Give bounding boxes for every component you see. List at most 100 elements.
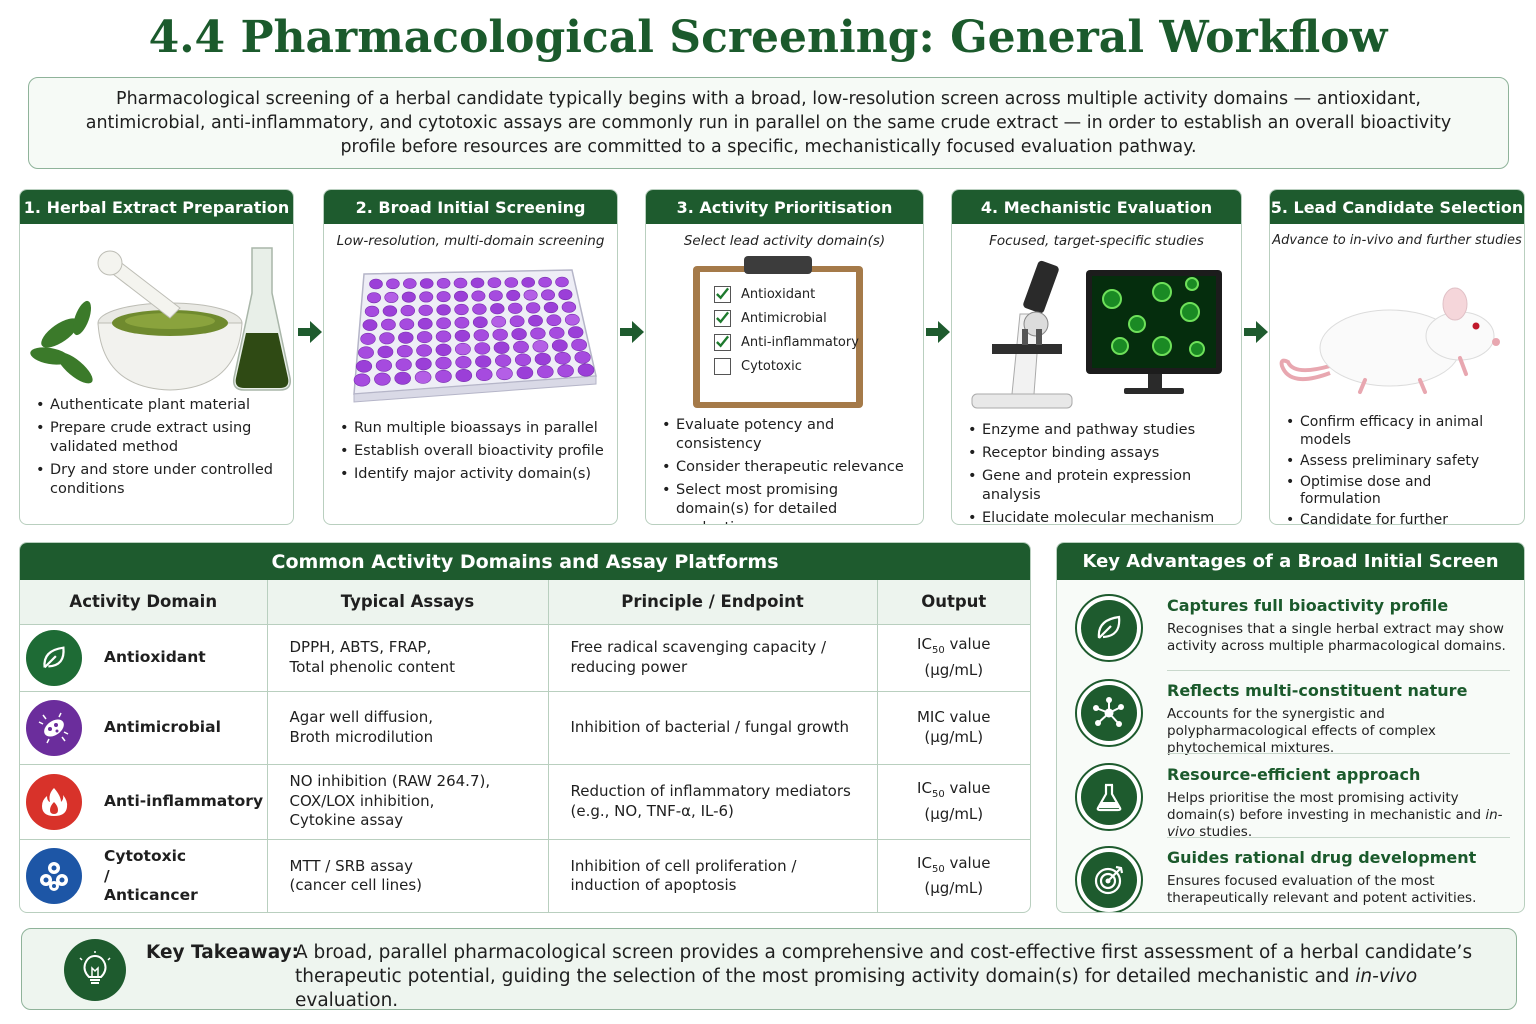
- cell-principle: Free radical scavenging capacity /reduci…: [548, 624, 878, 692]
- cell-assays: NO inhibition (RAW 264.7),COX/LOX inhibi…: [267, 764, 549, 840]
- well: [471, 290, 486, 302]
- well: [568, 326, 584, 339]
- well: [360, 332, 376, 345]
- well: [492, 328, 508, 341]
- well: [379, 332, 395, 345]
- well: [454, 290, 469, 302]
- table-header-row: Activity Domain Typical Assays Principle…: [20, 580, 1030, 625]
- step-5-title: 5. Lead Candidate Selection: [1270, 190, 1524, 224]
- page-title: 4.4 Pharmacological Screening: General W…: [148, 12, 1388, 63]
- well: [504, 277, 519, 288]
- bullet: Run multiple bioassays in parallel: [340, 419, 609, 438]
- well: [543, 301, 559, 314]
- well: [398, 331, 414, 344]
- step-4-subtitle: Focused, target-specific studies: [989, 233, 1204, 249]
- well: [571, 338, 587, 352]
- well: [490, 303, 505, 315]
- well: [436, 291, 451, 303]
- well: [417, 317, 433, 330]
- step-4-bullets: Enzyme and pathway studies Receptor bind…: [968, 421, 1233, 524]
- checkbox-checked-icon: [714, 309, 731, 327]
- well: [400, 304, 416, 317]
- well: [419, 291, 434, 303]
- checkbox-checked-icon: [714, 285, 731, 303]
- activity-domains-table: Activity Domain Typical Assays Principle…: [20, 580, 1030, 912]
- well: [416, 331, 433, 344]
- well: [534, 352, 551, 366]
- divider: [1167, 670, 1510, 671]
- cells-icon: [26, 848, 82, 905]
- well: [488, 290, 503, 302]
- advantage-title: Captures full bioactivity profile: [1167, 596, 1449, 615]
- bullet: Receptor binding assays: [968, 444, 1233, 463]
- step-5-card: 5. Lead Candidate Selection Advance to i…: [1269, 189, 1525, 525]
- bullet: Establish overall bioactivity profile: [340, 442, 609, 461]
- cell-output: IC50 value(µg/mL): [877, 624, 1030, 692]
- divider: [1167, 753, 1510, 754]
- leaf-icon: [26, 629, 82, 686]
- well: [403, 278, 417, 289]
- step-5-bullets: Confirm efficacy in animal models Assess…: [1286, 414, 1516, 524]
- advantages-panel: Key Advantages of a Broad Initial Screen…: [1056, 542, 1525, 913]
- well: [551, 339, 568, 352]
- well: [509, 315, 525, 328]
- rat-illustration: [1270, 278, 1524, 398]
- bullet: Select most promising domain(s) for deta…: [662, 481, 915, 524]
- well: [532, 340, 549, 353]
- well: [521, 277, 535, 288]
- well: [506, 289, 521, 301]
- well: [493, 341, 510, 354]
- herbal-extract-illustration: [20, 238, 293, 398]
- step-3-subtitle: Select lead activity domain(s): [683, 233, 886, 249]
- column-header: Output: [877, 580, 1030, 625]
- step-3-bullets: Evaluate potency and consistency Conside…: [662, 416, 915, 524]
- takeaway-body: A broad, parallel pharmacological screen…: [295, 942, 1473, 1011]
- advantage-item: Resource-efficient approach Helps priori…: [1075, 757, 1514, 840]
- well: [454, 316, 470, 329]
- step-3-title: 3. Activity Prioritisation: [646, 190, 923, 224]
- target-icon: [1075, 846, 1143, 912]
- clipboard-illustration: Antioxidant Antimicrobial Anti-inflammat…: [646, 254, 923, 414]
- flame-icon: [26, 773, 82, 830]
- well: [538, 276, 552, 288]
- well: [418, 304, 433, 316]
- cell-principle: Inhibition of cell proliferation /induct…: [548, 839, 878, 912]
- advantage-text: Accounts for the synergistic and polypha…: [1167, 706, 1436, 756]
- cell-output: IC50 value(µg/mL): [877, 764, 1030, 840]
- bullet: Candidate for further development: [1286, 512, 1516, 524]
- well: [541, 289, 556, 301]
- advantage-text: Ensures focused evaluation of the most t…: [1167, 873, 1477, 906]
- well: [511, 328, 527, 341]
- well: [564, 313, 580, 326]
- microscope-monitor-illustration: [952, 254, 1241, 414]
- step-2-bullets: Run multiple bioassays in parallel Estab…: [340, 419, 609, 488]
- advantage-title: Guides rational drug development: [1167, 848, 1477, 867]
- well: [399, 318, 415, 331]
- well: [491, 315, 507, 328]
- leaf-icon: [1075, 594, 1143, 662]
- step-1-title: 1. Herbal Extract Preparation: [20, 190, 293, 224]
- bullet: Identify major activity domain(s): [340, 465, 609, 484]
- well: [362, 319, 378, 331]
- well: [554, 351, 571, 365]
- cell-assays: MTT / SRB assay(cancer cell lines): [267, 839, 549, 912]
- column-header: Principle / Endpoint: [548, 580, 878, 625]
- advantage-item: Reflects multi-constituent nature Accoun…: [1075, 673, 1514, 756]
- well: [577, 363, 595, 377]
- well: [530, 327, 546, 340]
- microscope-icon: [971, 260, 1222, 409]
- well: [395, 358, 412, 371]
- well: [436, 304, 451, 316]
- takeaway-label: Key Takeaway:: [146, 942, 300, 963]
- well: [523, 289, 538, 301]
- table-title: Common Activity Domains and Assay Platfo…: [20, 543, 1030, 580]
- well: [558, 289, 573, 301]
- checklist-item: Antimicrobial: [714, 306, 859, 330]
- advantages-title: Key Advantages of a Broad Initial Screen: [1057, 543, 1524, 580]
- rat-icon: [1279, 287, 1500, 394]
- bullet: Elucidate molecular mechanism: [968, 509, 1233, 524]
- well: [435, 330, 452, 343]
- intro-text: Pharmacological screening of a herbal ca…: [85, 89, 1452, 157]
- step-4-card: 4. Mechanistic Evaluation Focused, targe…: [951, 189, 1242, 525]
